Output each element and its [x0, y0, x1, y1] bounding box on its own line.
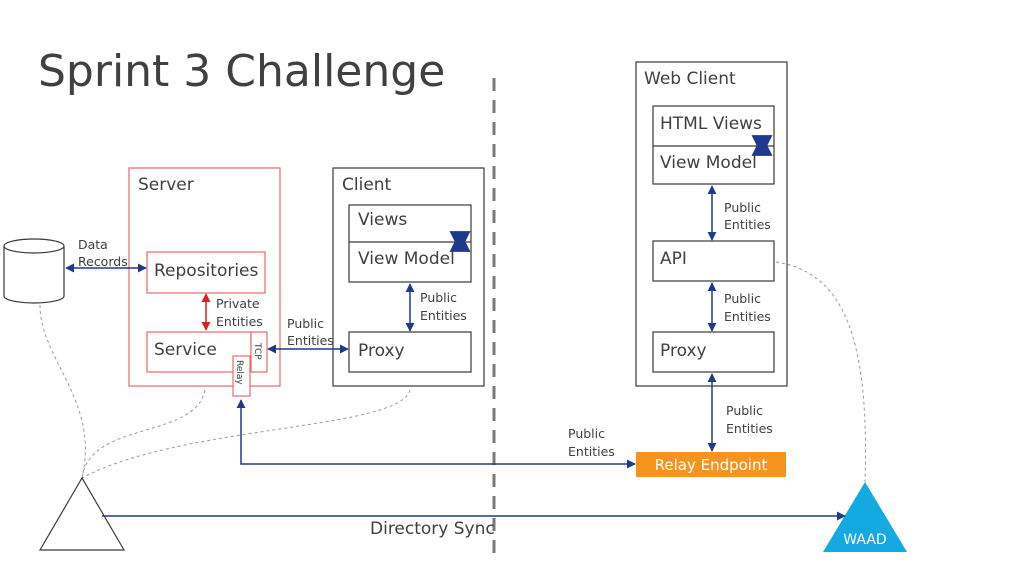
edge-label-entities-web-proxy: Entities [724, 309, 771, 324]
edge-label-entities-client: Entities [420, 308, 467, 323]
web-proxy-label: Proxy [660, 341, 707, 361]
edge-label-data: Data [78, 237, 108, 252]
tcp-box [250, 331, 268, 373]
api-to-waad-curve [775, 261, 867, 483]
client-view-model-label: View Model [358, 249, 455, 269]
relay-endpoint-arrow [236, 399, 636, 469]
relay-endpoint-box [636, 452, 786, 477]
client-label: Client [342, 175, 392, 195]
directory-triangle [38, 476, 126, 551]
directory-sync-label: Directory Sync [370, 519, 495, 539]
relay-endpoint-label: Relay Endpoint [655, 456, 768, 474]
edge-label-public-web-proxy: Public [724, 291, 761, 306]
client-views-label: Views [358, 210, 407, 230]
waad-label: WAAD [843, 532, 886, 548]
relay-label: Relay [234, 360, 244, 385]
tcp-label: TCP [252, 342, 262, 360]
edge-label-public-service: Public [287, 316, 324, 331]
edge-label-entities-web-api: Entities [724, 217, 771, 232]
db-to-triangle-curve [39, 304, 86, 479]
page-title: Sprint 3 Challenge [38, 46, 445, 97]
edge-label-public-relay: Public [568, 426, 605, 441]
server-box [128, 167, 281, 387]
edge-label-public-web-relay: Public [726, 403, 763, 418]
edge-label-private: Private [216, 296, 260, 311]
edge-label-public-client: Public [420, 290, 457, 305]
edge-label-entities-service: Entities [287, 333, 334, 348]
client-proxy-label: Proxy [358, 341, 405, 361]
web-proxy-box [652, 331, 775, 373]
web-view-model-label: View Model [660, 153, 757, 173]
server-label: Server [138, 175, 194, 195]
edge-label-records: Records [78, 254, 128, 269]
web-api-box [652, 240, 775, 282]
client-proxy-box [348, 331, 472, 373]
service-label: Service [154, 340, 217, 360]
client-to-triangle-curve [81, 389, 411, 479]
edge-label-public-web-api: Public [724, 200, 761, 215]
repositories-box [146, 251, 266, 294]
web-client-label: Web Client [644, 69, 736, 89]
web-html-views-label: HTML Views [660, 114, 762, 134]
repositories-label: Repositories [154, 261, 259, 281]
client-box [332, 167, 485, 387]
edge-label-entities-relay: Entities [568, 444, 615, 459]
server-to-triangle-curve [81, 389, 206, 479]
waad-triangle [823, 482, 907, 552]
relay-box [232, 355, 251, 397]
edge-label-private-entities: Entities [216, 314, 263, 329]
web-api-label: API [660, 249, 687, 269]
edge-label-entities-web-relay: Entities [726, 421, 773, 436]
database-icon [3, 238, 65, 304]
